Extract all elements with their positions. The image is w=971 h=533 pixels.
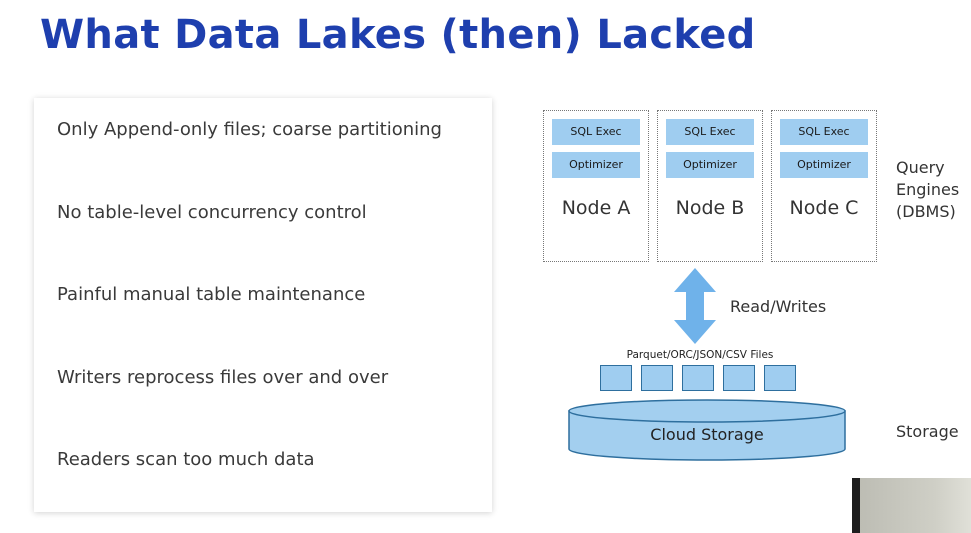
- bullet-item: Only Append-only files; coarse partition…: [57, 119, 442, 140]
- file-box: [682, 365, 714, 391]
- query-engines-label: Query Engines (DBMS): [896, 157, 959, 223]
- bullet-item: Painful manual table maintenance: [57, 284, 366, 305]
- query-engines-line: Query: [896, 158, 945, 177]
- node-label: Node C: [789, 197, 859, 219]
- cloud-storage-label: Cloud Storage: [650, 425, 764, 444]
- bullet-item: Writers reprocess files over and over: [57, 367, 389, 388]
- file-box: [723, 365, 755, 391]
- storage-label: Storage: [896, 422, 959, 441]
- bullet-item: No table-level concurrency control: [57, 202, 367, 223]
- bullet-item: Readers scan too much data: [57, 449, 315, 470]
- optimizer-chip: Optimizer: [552, 152, 640, 178]
- file-box: [600, 365, 632, 391]
- video-thumbnail: [852, 478, 971, 533]
- node-b-box: SQL Exec Optimizer Node B: [657, 110, 763, 262]
- sql-exec-chip: SQL Exec: [666, 119, 754, 145]
- sql-exec-chip: SQL Exec: [552, 119, 640, 145]
- optimizer-chip: Optimizer: [666, 152, 754, 178]
- files-label: Parquet/ORC/JSON/CSV Files: [626, 349, 774, 361]
- node-a-box: SQL Exec Optimizer Node A: [543, 110, 649, 262]
- read-writes-label: Read/Writes: [730, 297, 827, 316]
- query-engines-line: Engines: [896, 180, 960, 199]
- slide-title: What Data Lakes (then) Lacked: [40, 12, 756, 58]
- file-box: [641, 365, 673, 391]
- optimizer-chip: Optimizer: [780, 152, 868, 178]
- node-label: Node A: [561, 197, 631, 219]
- file-box: [764, 365, 796, 391]
- bullet-card: Only Append-only files; coarse partition…: [34, 98, 492, 512]
- query-engines-line: (DBMS): [896, 202, 956, 221]
- sql-exec-chip: SQL Exec: [780, 119, 868, 145]
- node-c-box: SQL Exec Optimizer Node C: [771, 110, 877, 262]
- node-label: Node B: [675, 197, 745, 219]
- bidirectional-arrow-icon: [674, 268, 716, 344]
- cloud-storage-cylinder: [568, 399, 846, 461]
